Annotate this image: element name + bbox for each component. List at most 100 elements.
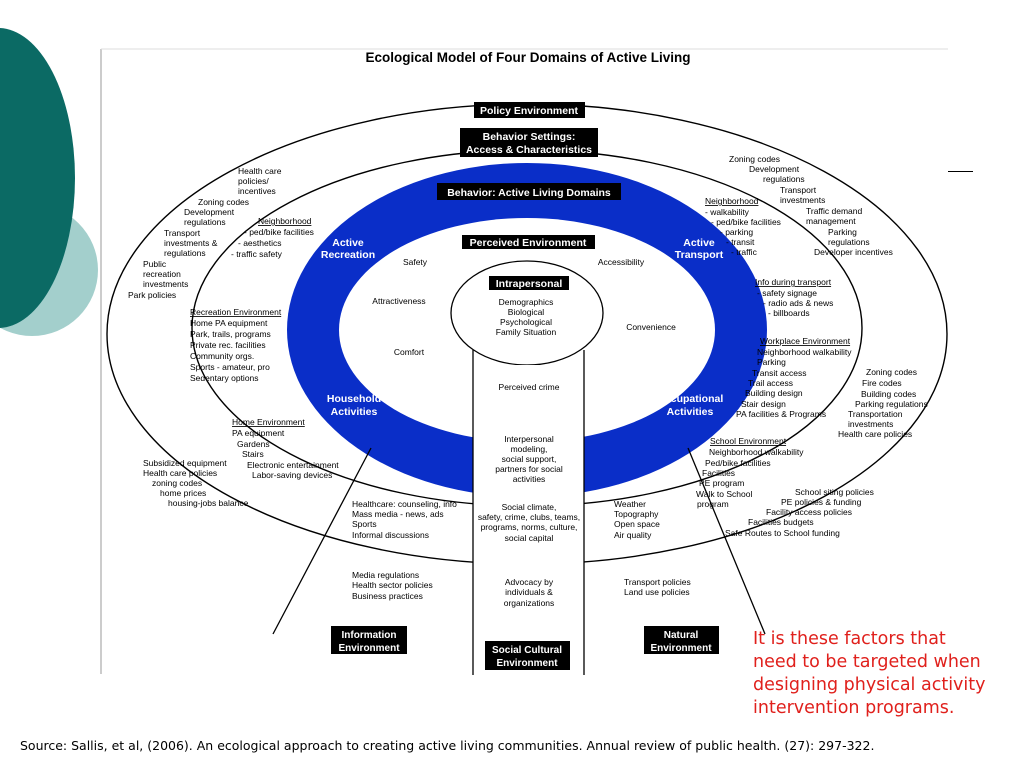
text-line: - ped/bike facilities xyxy=(711,217,781,227)
text-line: modeling, xyxy=(511,444,548,454)
text-line: investments xyxy=(780,195,825,205)
text-line: regulations xyxy=(184,217,226,227)
text-line: Transportation xyxy=(848,409,903,419)
text-line: Subsidized equipment xyxy=(143,458,227,468)
domain-recreation-2: Recreation xyxy=(321,249,375,261)
text-line: Development xyxy=(184,207,235,217)
text-line: regulations xyxy=(164,248,206,258)
text-line: program xyxy=(697,499,729,509)
decorative-dash xyxy=(948,171,973,172)
intrapersonal-label: Intrapersonal xyxy=(496,278,563,290)
note-callout: It is these factors that need to be targ… xyxy=(753,628,1023,720)
text-line: Transport xyxy=(164,228,201,238)
policy-upper-left-block: Health care policies/ incentives Zoning … xyxy=(128,166,282,300)
domain-transport-1: Active xyxy=(683,237,715,249)
text-line: Business practices xyxy=(352,591,423,601)
text-line: social capital xyxy=(505,533,554,543)
text-line: PA equipment xyxy=(232,428,285,438)
text-line: investments xyxy=(848,419,893,429)
text-line: Health care xyxy=(238,166,282,176)
text-line: Mass media - news, ads xyxy=(352,509,444,519)
text-line: Open space xyxy=(614,519,660,529)
text-line: Safe Routes to School funding xyxy=(725,528,840,538)
text-line: Air quality xyxy=(614,530,652,540)
diagram-title: Ecological Model of Four Domains of Acti… xyxy=(365,50,690,65)
text-line: Info during transport xyxy=(755,277,832,287)
text-line: Fire codes xyxy=(862,378,902,388)
text-line: Sports xyxy=(352,519,377,529)
text-line: Zoning codes xyxy=(866,367,917,377)
text-line: Topography xyxy=(614,509,659,519)
domain-recreation-1: Active xyxy=(332,237,364,249)
text-line: regulations xyxy=(828,237,870,247)
behavior-settings-label-2: Access & Characteristics xyxy=(466,144,592,156)
note-line: designing physical activity xyxy=(753,675,986,695)
text-line: Sports - amateur, pro xyxy=(190,362,270,372)
note-line: It is these factors that xyxy=(753,629,946,649)
text-line: recreation xyxy=(143,269,181,279)
natural-env-label-1: Natural xyxy=(664,630,699,641)
neighborhood-right-block: Neighborhood - walkability - ped/bike fa… xyxy=(705,196,781,257)
text-line: activities xyxy=(513,474,546,484)
perceived-attractiveness: Attractiveness xyxy=(372,296,425,306)
social-cultural-env-box xyxy=(485,641,570,670)
domain-household-1: Household xyxy=(327,393,381,405)
policy-lower-left-block: Subsidized equipment Health care policie… xyxy=(143,458,249,508)
text-line: Zoning codes xyxy=(198,197,249,207)
text-line: PE policies & funding xyxy=(781,497,862,507)
intrapersonal-item: Family Situation xyxy=(496,327,557,337)
text-line: Neighborhood xyxy=(258,216,312,226)
domain-transport-2: Transport xyxy=(675,249,724,261)
text-line: Health care policies xyxy=(838,429,912,439)
policy-label-box xyxy=(474,102,585,118)
text-line: Private rec. facilities xyxy=(190,340,266,350)
text-line: Recreation Environment xyxy=(190,307,282,317)
text-line: Neighborhood walkability xyxy=(757,347,852,357)
home-environment-block: Home Environment PA equipment Gardens St… xyxy=(232,417,339,480)
text-line: organizations xyxy=(504,598,555,608)
text-line: School Environment xyxy=(710,436,787,446)
text-line: Transport xyxy=(780,185,817,195)
note-line: need to be targeted when xyxy=(753,652,981,672)
text-line: PE program xyxy=(699,478,744,488)
text-line: partners for social xyxy=(495,464,563,474)
text-line: Stairs xyxy=(242,449,264,459)
text-line: programs, norms, culture, xyxy=(481,522,578,532)
text-line: Social climate, xyxy=(502,502,557,512)
text-line: Media regulations xyxy=(352,570,419,580)
text-line: Home PA equipment xyxy=(190,318,268,328)
social-climate-block: Social climate, safety, crime, clubs, te… xyxy=(478,502,580,543)
domain-household-2: Activities xyxy=(331,406,378,418)
text-line: Building design xyxy=(745,388,803,398)
text-line: home prices xyxy=(160,488,206,498)
text-line: zoning codes xyxy=(152,478,202,488)
text-line: Neighborhood walkability xyxy=(709,447,804,457)
text-line: Developer incentives xyxy=(814,247,893,257)
intrapersonal-item: Demographics xyxy=(499,297,554,307)
text-line: Transport policies xyxy=(624,577,691,587)
text-line: - safety signage xyxy=(757,288,817,298)
text-line: - parking xyxy=(720,227,753,237)
intrapersonal-label-box xyxy=(489,276,569,290)
text-line: management xyxy=(806,216,856,226)
text-line: Facilities budgets xyxy=(748,517,814,527)
text-line: Ped/bike facilities xyxy=(705,458,771,468)
natural-env-label-2: Environment xyxy=(650,643,712,654)
workplace-environment-block: Workplace Environment Neighborhood walka… xyxy=(736,336,852,419)
text-line: PA facilities & Programs xyxy=(736,409,826,419)
text-line: Electronic entertainment xyxy=(247,460,339,470)
perceived-comfort: Comfort xyxy=(394,347,425,357)
text-line: - traffic xyxy=(731,247,758,257)
text-line: - transit xyxy=(726,237,755,247)
perceived-safety: Safety xyxy=(403,257,428,267)
text-line: Labor-saving devices xyxy=(252,470,332,480)
intrapersonal-item: Biological xyxy=(508,307,544,317)
neighborhood-left-block: Neighborhood - ped/bike facilities - aes… xyxy=(231,216,314,259)
policy-upper-right-block: Zoning codes Development regulations Tra… xyxy=(729,154,893,257)
behavior-settings-label-box xyxy=(460,128,598,157)
text-line: Land use policies xyxy=(624,587,690,597)
text-line: Home Environment xyxy=(232,417,305,427)
text-line: Health sector policies xyxy=(352,580,433,590)
text-line: incentives xyxy=(238,186,276,196)
